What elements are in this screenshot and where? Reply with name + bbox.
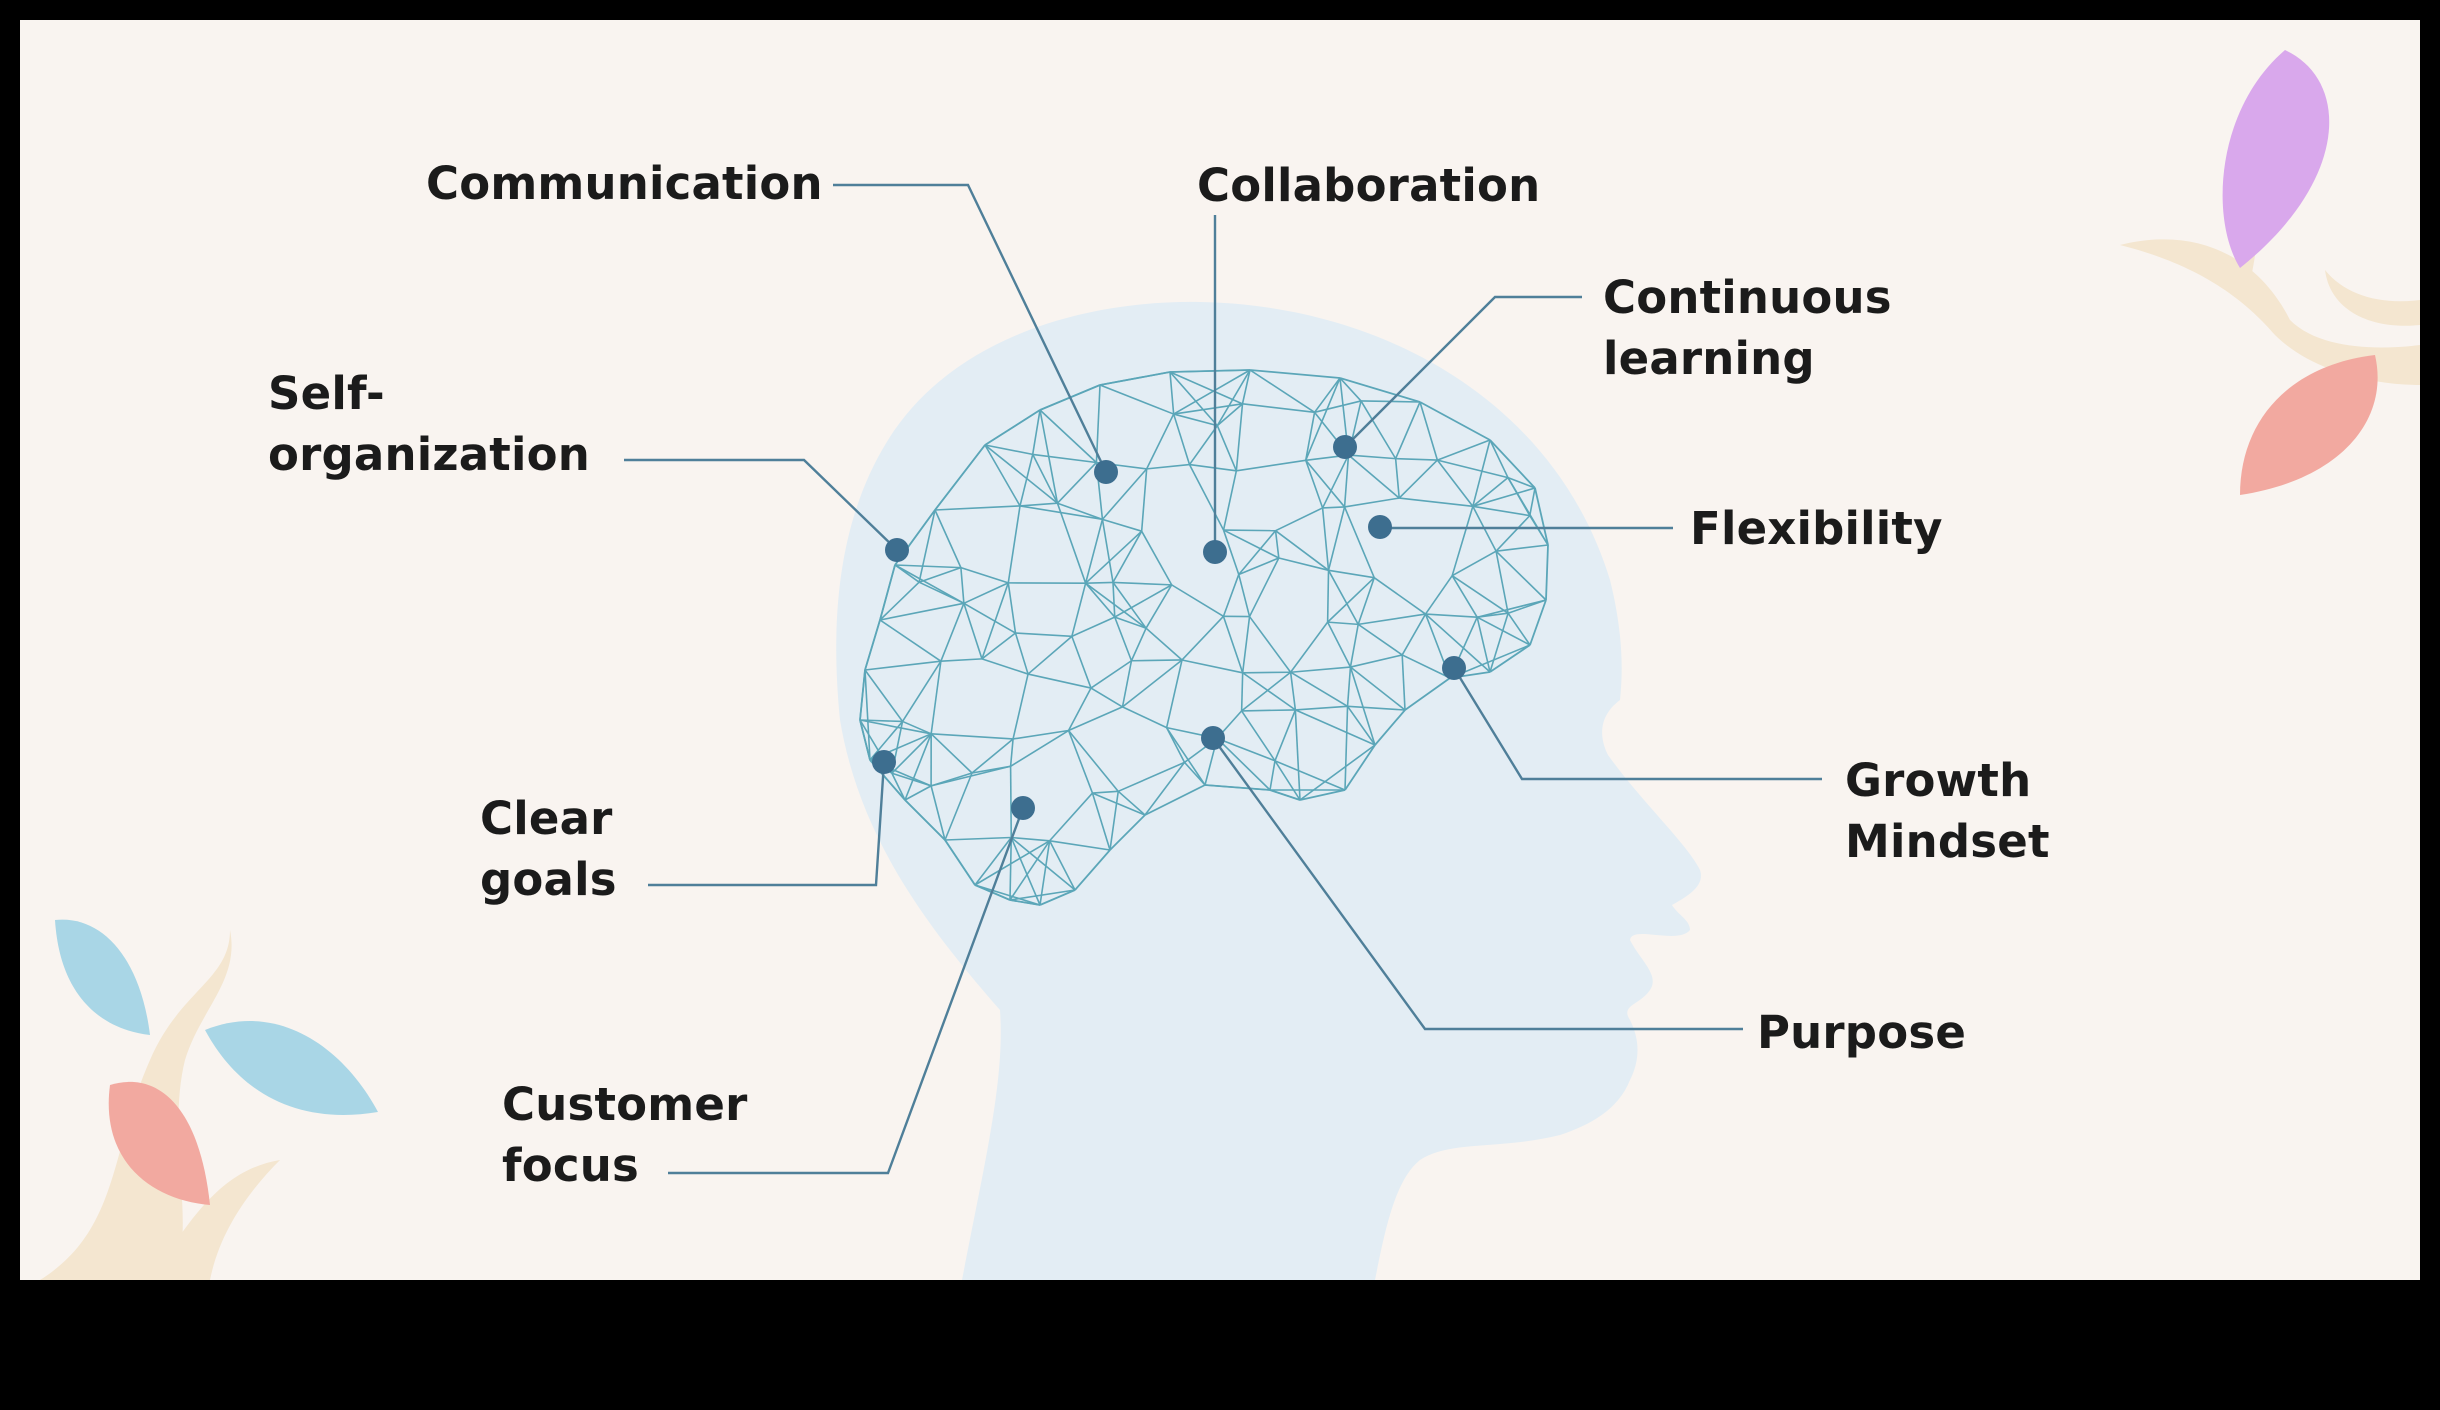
mesh-edge bbox=[1323, 507, 1345, 508]
label-self-organization: Self- organization bbox=[268, 363, 590, 485]
label-flexibility-text: Flexibility bbox=[1690, 498, 1943, 559]
node-continuous-learning bbox=[1333, 435, 1357, 459]
label-customer-focus: Customer focus bbox=[502, 1074, 747, 1196]
label-growth-mindset-line1: Growth bbox=[1845, 750, 2050, 811]
label-purpose-text: Purpose bbox=[1757, 1002, 1966, 1063]
label-continuous-learning-line2: learning bbox=[1603, 328, 1892, 389]
label-clear-goals-line1: Clear bbox=[480, 788, 617, 849]
mesh-edge bbox=[1086, 582, 1113, 583]
node-purpose bbox=[1201, 726, 1225, 750]
label-customer-focus-line1: Customer bbox=[502, 1074, 747, 1135]
label-communication-text: Communication bbox=[426, 153, 823, 214]
mesh-edge bbox=[1011, 766, 1012, 837]
node-communication bbox=[1094, 460, 1118, 484]
mesh-edge bbox=[1242, 673, 1243, 711]
label-flexibility: Flexibility bbox=[1690, 498, 1943, 559]
label-purpose: Purpose bbox=[1757, 1002, 1966, 1063]
mesh-edge bbox=[1242, 710, 1296, 711]
label-collaboration: Collaboration bbox=[1197, 155, 1540, 216]
node-clear-goals bbox=[872, 750, 896, 774]
mesh-edge bbox=[1224, 530, 1276, 531]
label-continuous-learning-line1: Continuous bbox=[1603, 267, 1892, 328]
node-flexibility bbox=[1368, 515, 1392, 539]
mesh-edge bbox=[1328, 570, 1329, 622]
label-collaboration-text: Collaboration bbox=[1197, 155, 1540, 216]
node-collaboration bbox=[1203, 540, 1227, 564]
label-clear-goals: Clear goals bbox=[480, 788, 617, 910]
node-growth-mindset bbox=[1442, 656, 1466, 680]
mesh-edge bbox=[1243, 672, 1291, 673]
label-growth-mindset-line2: Mindset bbox=[1845, 811, 2050, 872]
node-customer-focus bbox=[1011, 796, 1035, 820]
label-clear-goals-line2: goals bbox=[480, 849, 617, 910]
label-continuous-learning: Continuous learning bbox=[1603, 267, 1892, 389]
label-communication: Communication bbox=[426, 153, 823, 214]
node-self-organization bbox=[885, 538, 909, 562]
label-self-organization-line1: Self- bbox=[268, 363, 590, 424]
label-growth-mindset: Growth Mindset bbox=[1845, 750, 2050, 872]
label-customer-focus-line2: focus bbox=[502, 1135, 747, 1196]
mesh-edge bbox=[1131, 660, 1182, 661]
label-self-organization-line2: organization bbox=[268, 424, 590, 485]
